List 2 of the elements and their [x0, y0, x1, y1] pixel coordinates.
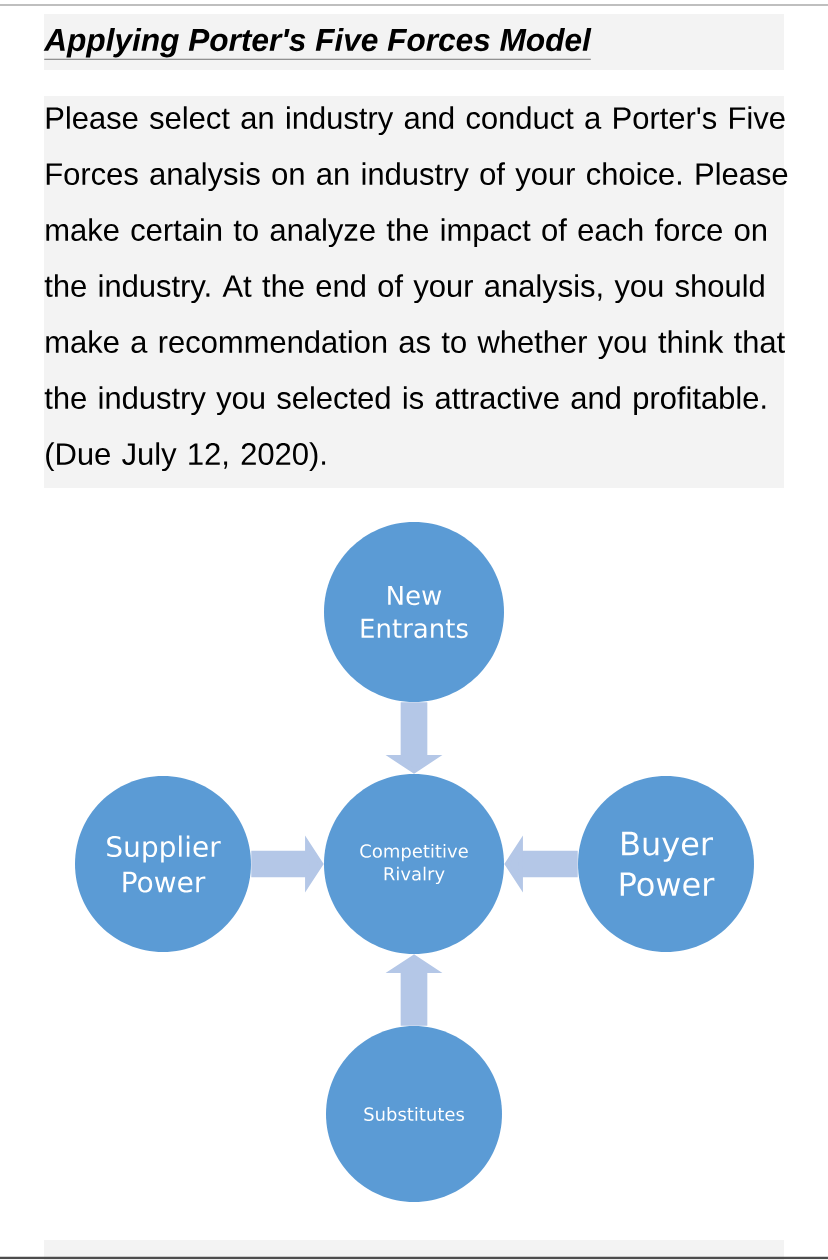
title-heading: Applying Porter's Five Forces Model	[43, 14, 784, 70]
instruction-paragraph: Please select an industry and conduct a Porter's Five Forces analysis on an industry of your choice. Please make certain to analyze the impact of each force on the industry. At the end of your analysis, you should make a recommendation as to whether you think that the industry you selected is attractive and profitable. (Due July 12, 2020).	[44, 96, 788, 488]
